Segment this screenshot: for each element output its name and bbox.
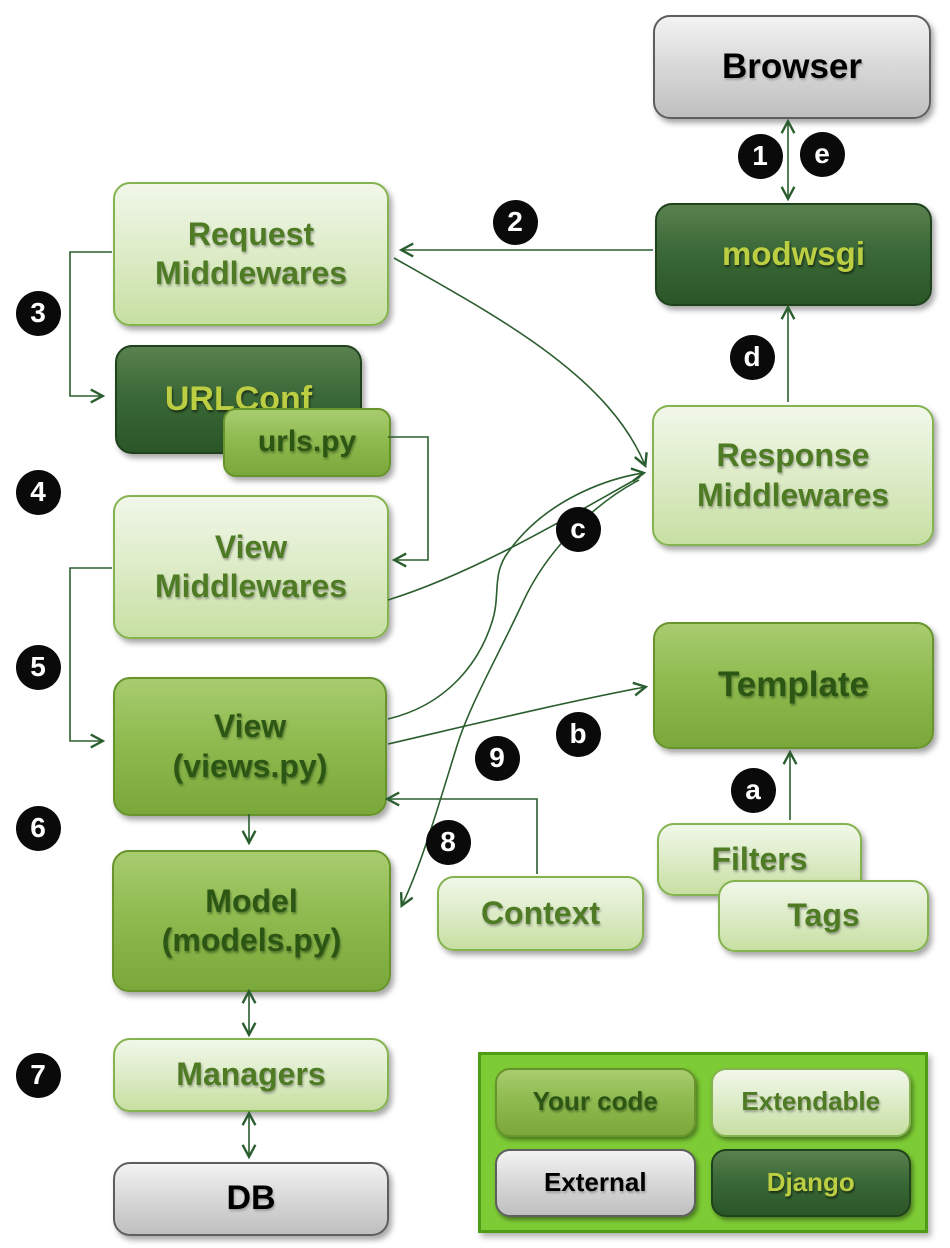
- step-marker-3: 3: [15, 290, 61, 336]
- elbow-3-request-middlewares-to-urlconf: [69, 251, 112, 396]
- step-marker-7: 7: [15, 1052, 61, 1098]
- legend-item-external: External: [495, 1148, 696, 1217]
- node-tags: Tags: [718, 880, 929, 952]
- elbow-4-urlspy-to-view-middlewares: [388, 436, 429, 560]
- node-view-middlewares-label: Middlewares: [154, 568, 348, 604]
- step-marker-d: d: [729, 334, 775, 380]
- node-model-label: (models.py): [161, 922, 342, 958]
- step-marker-4: 4: [15, 469, 61, 515]
- node-modwsgi-label: modwsgi: [721, 235, 865, 273]
- step-marker-a: a: [730, 767, 776, 813]
- curve-b-view-to-template: [387, 687, 645, 745]
- elbow-5-view-middlewares-to-view: [69, 567, 112, 741]
- node-managers-label: Managers: [176, 1056, 326, 1093]
- curve-view-mw-to-response-mw: [387, 476, 641, 601]
- step-marker-1: 1: [737, 133, 783, 179]
- node-view-label: View: [213, 708, 287, 745]
- legend-item-django: Django: [710, 1148, 911, 1217]
- node-response-middlewares-label: Middlewares: [696, 476, 890, 513]
- legend-item-extendable: Extendable: [710, 1068, 911, 1137]
- node-request-middlewares-label: Request: [187, 215, 315, 252]
- step-marker-5: 5: [15, 644, 61, 690]
- node-filters-label: Filters: [711, 840, 808, 877]
- node-managers: Managers: [113, 1038, 389, 1112]
- step-marker-6: 6: [15, 805, 61, 851]
- curve-request-mw-to-response-mw: [393, 257, 645, 465]
- node-db: DB: [113, 1162, 389, 1236]
- node-urls-py: urls.py: [223, 408, 391, 477]
- node-urls-py-label: urls.py: [257, 425, 357, 459]
- node-context-label: Context: [480, 894, 601, 931]
- node-template: Template: [653, 622, 934, 749]
- step-marker-c: c: [555, 506, 601, 552]
- node-view-middlewares-label: View: [214, 528, 288, 565]
- node-tags-label: Tags: [787, 897, 860, 934]
- node-template-label: Template: [717, 665, 870, 705]
- step-marker-e: e: [799, 131, 845, 177]
- node-filters: Filters: [657, 823, 862, 896]
- curve-c-view-to-response-mw: [387, 473, 643, 720]
- node-request-middlewares-label: Middlewares: [154, 255, 348, 291]
- node-context: Context: [437, 876, 644, 951]
- node-db-label: DB: [226, 1179, 276, 1218]
- node-view: View(views.py): [113, 677, 387, 816]
- node-model: Model(models.py): [112, 850, 391, 992]
- step-marker-9: 9: [474, 735, 520, 781]
- legend-item-yourcode: Your code: [495, 1068, 696, 1137]
- node-response-middlewares-label: Response: [716, 437, 870, 474]
- node-modwsgi: modwsgi: [655, 203, 932, 306]
- step-marker-b: b: [555, 711, 601, 757]
- step-marker-8: 8: [425, 819, 471, 865]
- node-model-label: Model: [205, 882, 298, 919]
- node-view-label: (views.py): [172, 747, 328, 784]
- step-marker-2: 2: [492, 199, 538, 245]
- node-browser: Browser: [653, 15, 931, 119]
- node-browser-label: Browser: [721, 46, 863, 86]
